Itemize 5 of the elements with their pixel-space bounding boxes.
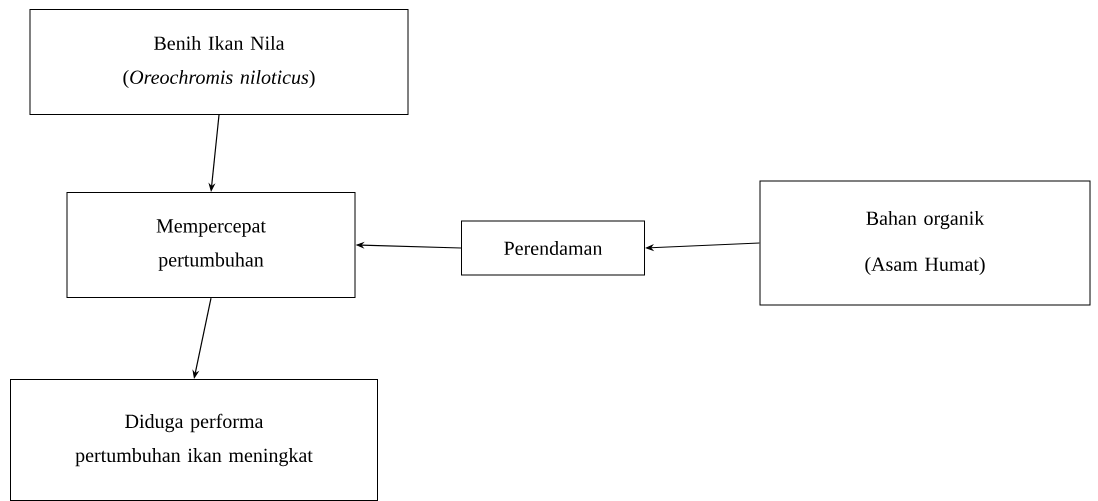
process-box: Benih Ikan Nila (Oreochromis niloticus): [29, 9, 409, 115]
process-box: Perendaman: [461, 220, 645, 276]
process-box: Mempercepat pertumbuhan: [66, 192, 356, 298]
process-box: Bahan organik (Asam Humat): [759, 180, 1091, 306]
process-box: Diduga performa pertumbuhan ikan meningkat: [10, 379, 378, 501]
